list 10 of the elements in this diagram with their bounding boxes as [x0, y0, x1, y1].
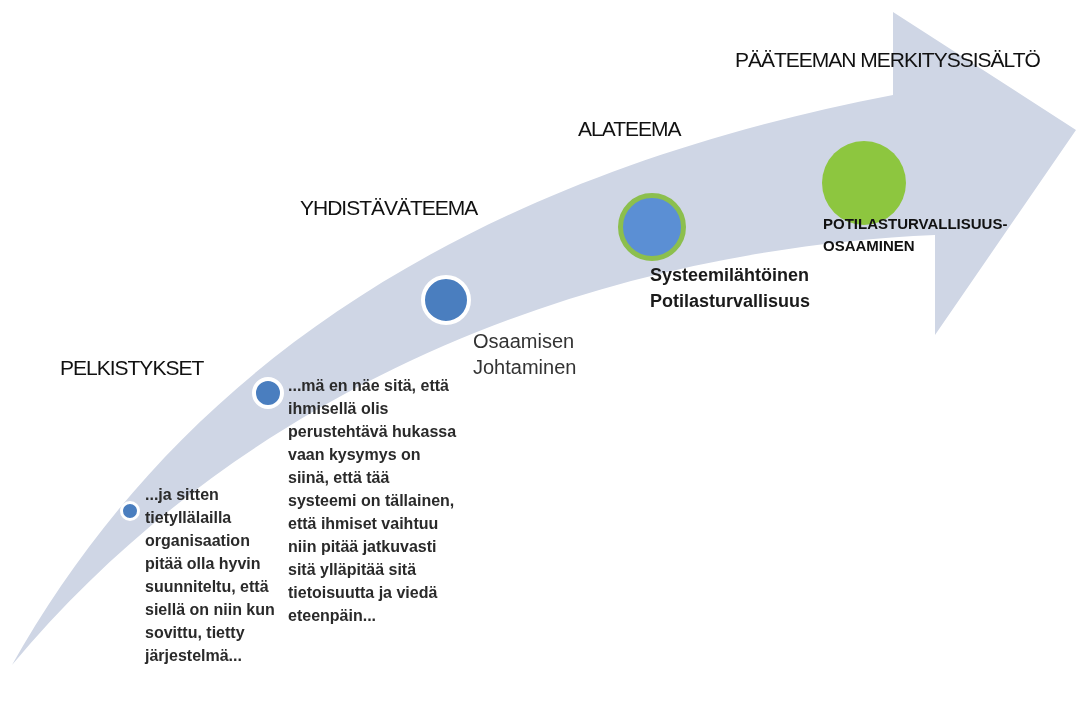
quote-text: ...mä en näe sitä, että ihmisellä olis perustehtävä hukassa vaan kysymys on siinä, että tää systeemi on tällainen, että ihmiset vaihtuu niin pitää jatkuvasti sitä ylläpitää sitä tietoisuutta ja viedä eteenpäin... [288, 376, 458, 626]
theme-text: Osaamisen Johtaminen [473, 329, 578, 380]
theme-text: POTILASTURVALLISUUS- OSAAMINEN [823, 214, 1009, 256]
quote-text: ...ja sitten tietyllälailla organisaation pitää olla hyvin suunniteltu, että siellä on niin kun sovittu, tietty järjestelmä... [145, 485, 275, 666]
circle-marker [120, 501, 140, 521]
level-heading: PÄÄTEEMAN MERKITYSSISÄLTÖ [735, 48, 1040, 72]
level-heading: PELKISTYKSET [60, 356, 204, 380]
theme-text: Systeemilähtöinen Potilasturvallisuus [650, 264, 812, 313]
level-heading: YHDISTÄVÄTEEMA [300, 196, 478, 220]
level-heading: ALATEEMA [578, 117, 681, 141]
